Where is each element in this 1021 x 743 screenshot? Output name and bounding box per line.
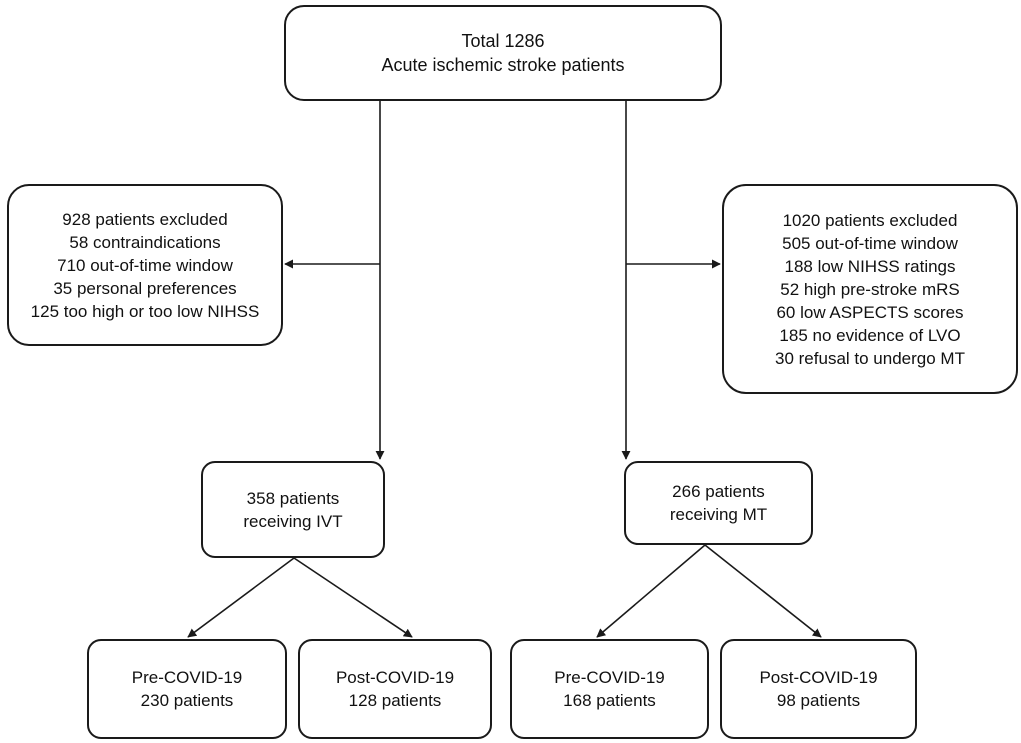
node-line: 52 high pre-stroke mRS xyxy=(780,279,960,299)
node-line: 230 patients xyxy=(140,691,234,710)
node-line: 1020 patients excluded xyxy=(782,210,958,230)
node-line: 128 patients xyxy=(348,691,442,710)
node-line: 505 out-of-time window xyxy=(782,233,958,253)
ivt-pre-covid-node: Pre-COVID-19 230 patients xyxy=(87,639,287,739)
node-line: 60 low ASPECTS scores xyxy=(776,302,964,322)
mt-pre-covid-node: Pre-COVID-19 168 patients xyxy=(510,639,709,739)
node-line: Acute ischemic stroke patients xyxy=(381,55,625,75)
node-line: Post-COVID-19 xyxy=(759,668,878,687)
node-line: 266 patients xyxy=(672,482,765,501)
ivt-patients-node: 358 patients receiving IVT xyxy=(201,461,385,558)
node-line: Pre-COVID-19 xyxy=(131,668,243,687)
node-line: Post-COVID-19 xyxy=(335,668,455,687)
node-line: 58 contraindications xyxy=(69,232,221,252)
node-line: receiving MT xyxy=(669,505,768,524)
mt-patients-node: 266 patients receiving MT xyxy=(624,461,813,545)
ivt-exclusions-node: 928 patients excluded 58 contraindicatio… xyxy=(7,184,283,346)
mt-post-covid-node: Post-COVID-19 98 patients xyxy=(720,639,917,739)
node-line: 188 low NIHSS ratings xyxy=(784,256,956,276)
node-line: 98 patients xyxy=(776,691,861,710)
edge-mt-to-pre xyxy=(596,544,706,638)
node-line: 185 no evidence of LVO xyxy=(779,325,961,345)
node-line: 168 patients xyxy=(563,691,656,710)
node-line: 710 out-of-time window xyxy=(57,255,233,275)
edge-ivt-to-pre xyxy=(187,557,295,638)
node-line: receiving IVT xyxy=(243,511,343,531)
node-line: 35 personal preferences xyxy=(53,278,237,298)
mt-exclusions-node: 1020 patients excluded 505 out-of-time w… xyxy=(722,184,1018,394)
total-patients-node: Total 1286 Acute ischemic stroke patient… xyxy=(284,5,722,101)
node-line: 358 patients xyxy=(246,488,340,508)
node-line: 928 patients excluded xyxy=(62,209,228,229)
node-line: 30 refusal to undergo MT xyxy=(775,348,965,368)
node-line: Pre-COVID-19 xyxy=(554,668,665,687)
edge-ivt-to-post xyxy=(293,557,413,638)
node-line: 125 too high or too low NIHSS xyxy=(30,301,260,321)
ivt-post-covid-node: Post-COVID-19 128 patients xyxy=(298,639,492,739)
node-line: Total 1286 xyxy=(461,31,545,51)
edge-mt-to-post xyxy=(704,544,822,638)
